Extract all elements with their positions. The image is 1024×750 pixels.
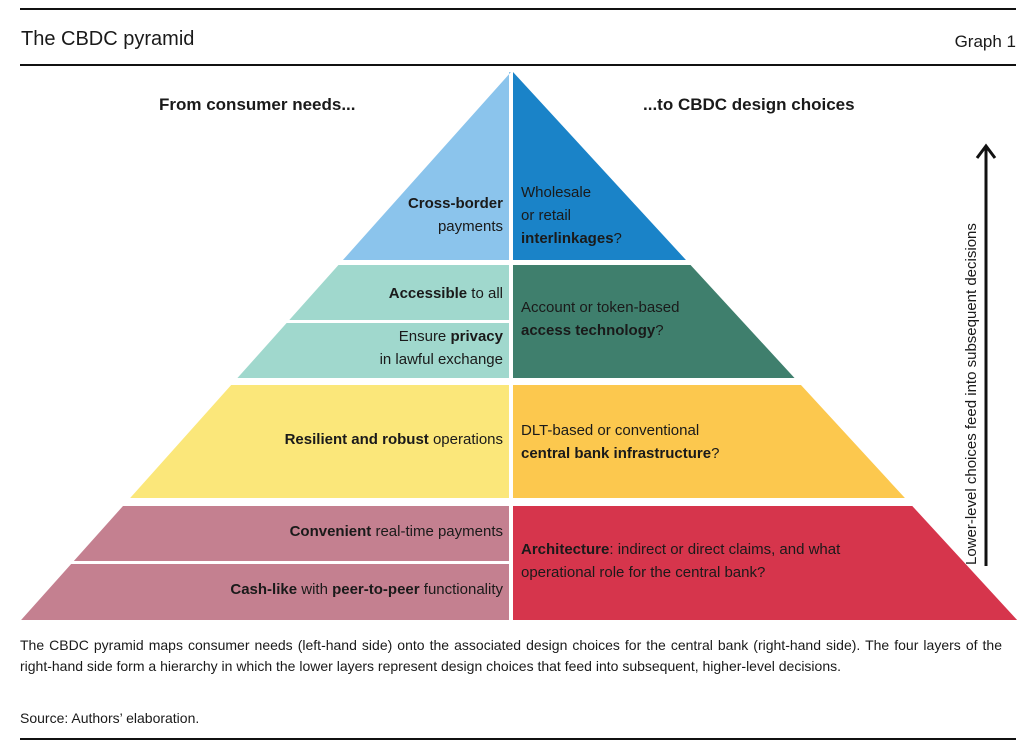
- text: payments: [437, 218, 503, 235]
- text: ?: [711, 445, 720, 462]
- text: : indirect or direct claims, and what: [609, 541, 841, 558]
- layer-3-left: [130, 385, 509, 498]
- layer-4-left-text: Cash-like with peer-to-peer functionalit…: [230, 579, 503, 601]
- layer-1-right-text: Wholesale: [521, 182, 591, 204]
- layer-2-left-text: Ensure privacy: [399, 326, 503, 348]
- caption: The CBDC pyramid maps consumer needs (le…: [20, 637, 1002, 674]
- text: Account or token-based: [521, 299, 680, 316]
- text: operations: [428, 431, 503, 448]
- layer-4-right-text: operational role for the central bank?: [521, 562, 765, 584]
- layer-1-left: [342, 72, 511, 260]
- bold-text: Cross-border: [407, 195, 503, 212]
- layer-1-left-text: payments: [438, 216, 503, 238]
- bold-text: Cash-like: [230, 581, 298, 598]
- bold-text: Resilient and robust: [284, 431, 429, 448]
- bold-text: Architecture: [521, 541, 610, 558]
- bold-text: access technology: [521, 322, 656, 339]
- bold-text: central bank infrastructure: [521, 445, 712, 462]
- layer-3-left-text: Resilient and robust operations: [285, 429, 503, 451]
- bold-text: peer-to-peer: [332, 581, 420, 598]
- layer-4-right: [513, 506, 1018, 620]
- layer-1-right-text: or retail: [521, 205, 571, 227]
- bottom-rule: [20, 738, 1016, 740]
- text: ?: [613, 230, 622, 247]
- layer-2-right-text: Account or token-based: [521, 297, 679, 319]
- layer-1-right-text: interlinkages?: [521, 228, 622, 250]
- layer-2-left-text: Accessible to all: [389, 283, 503, 305]
- arrow-label: Lower-level choices feed into subsequent…: [963, 223, 980, 565]
- layer-1-right: [513, 72, 686, 260]
- layer-4-right-text: Architecture: indirect or direct claims,…: [521, 539, 840, 561]
- text: with: [297, 581, 333, 598]
- layer-3-right-text: central bank infrastructure?: [521, 443, 719, 465]
- figure-title: The CBDC pyramid: [21, 28, 195, 50]
- layer-3-right: [513, 385, 905, 498]
- text: real-time payments: [371, 523, 503, 540]
- bold-text: interlinkages: [521, 230, 614, 247]
- layer-4-left-text: Convenient real-time payments: [290, 521, 503, 543]
- bold-text: privacy: [450, 328, 503, 345]
- text: DLT-based or conventional: [521, 422, 700, 439]
- arrow-up-icon: [975, 143, 997, 566]
- left-heading: From consumer needs...: [159, 95, 356, 114]
- bold-text: Accessible: [388, 285, 468, 302]
- text: ?: [655, 322, 664, 339]
- layer-2-right: [513, 265, 795, 378]
- text: Wholesale: [521, 184, 592, 201]
- title-rule: [20, 64, 1016, 66]
- source-note: Source: Authors’ elaboration.: [20, 710, 200, 726]
- text: Ensure: [398, 328, 451, 345]
- layer-3-right-text: DLT-based or conventional: [521, 420, 699, 442]
- graph-number: Graph 1: [954, 32, 1016, 51]
- text: functionality: [419, 581, 503, 598]
- layer-1-left-text: Cross-border: [408, 193, 503, 215]
- bold-text: Convenient: [289, 523, 372, 540]
- text: to all: [467, 285, 503, 302]
- text: operational role for the central bank?: [521, 564, 766, 581]
- top-rule: [20, 8, 1016, 10]
- text: in lawful exchange: [379, 351, 503, 368]
- layer-2-left-text: in lawful exchange: [380, 349, 503, 371]
- text: or retail: [521, 207, 572, 224]
- layer-2-right-text: access technology?: [521, 320, 664, 342]
- right-heading: ...to CBDC design choices: [643, 95, 855, 114]
